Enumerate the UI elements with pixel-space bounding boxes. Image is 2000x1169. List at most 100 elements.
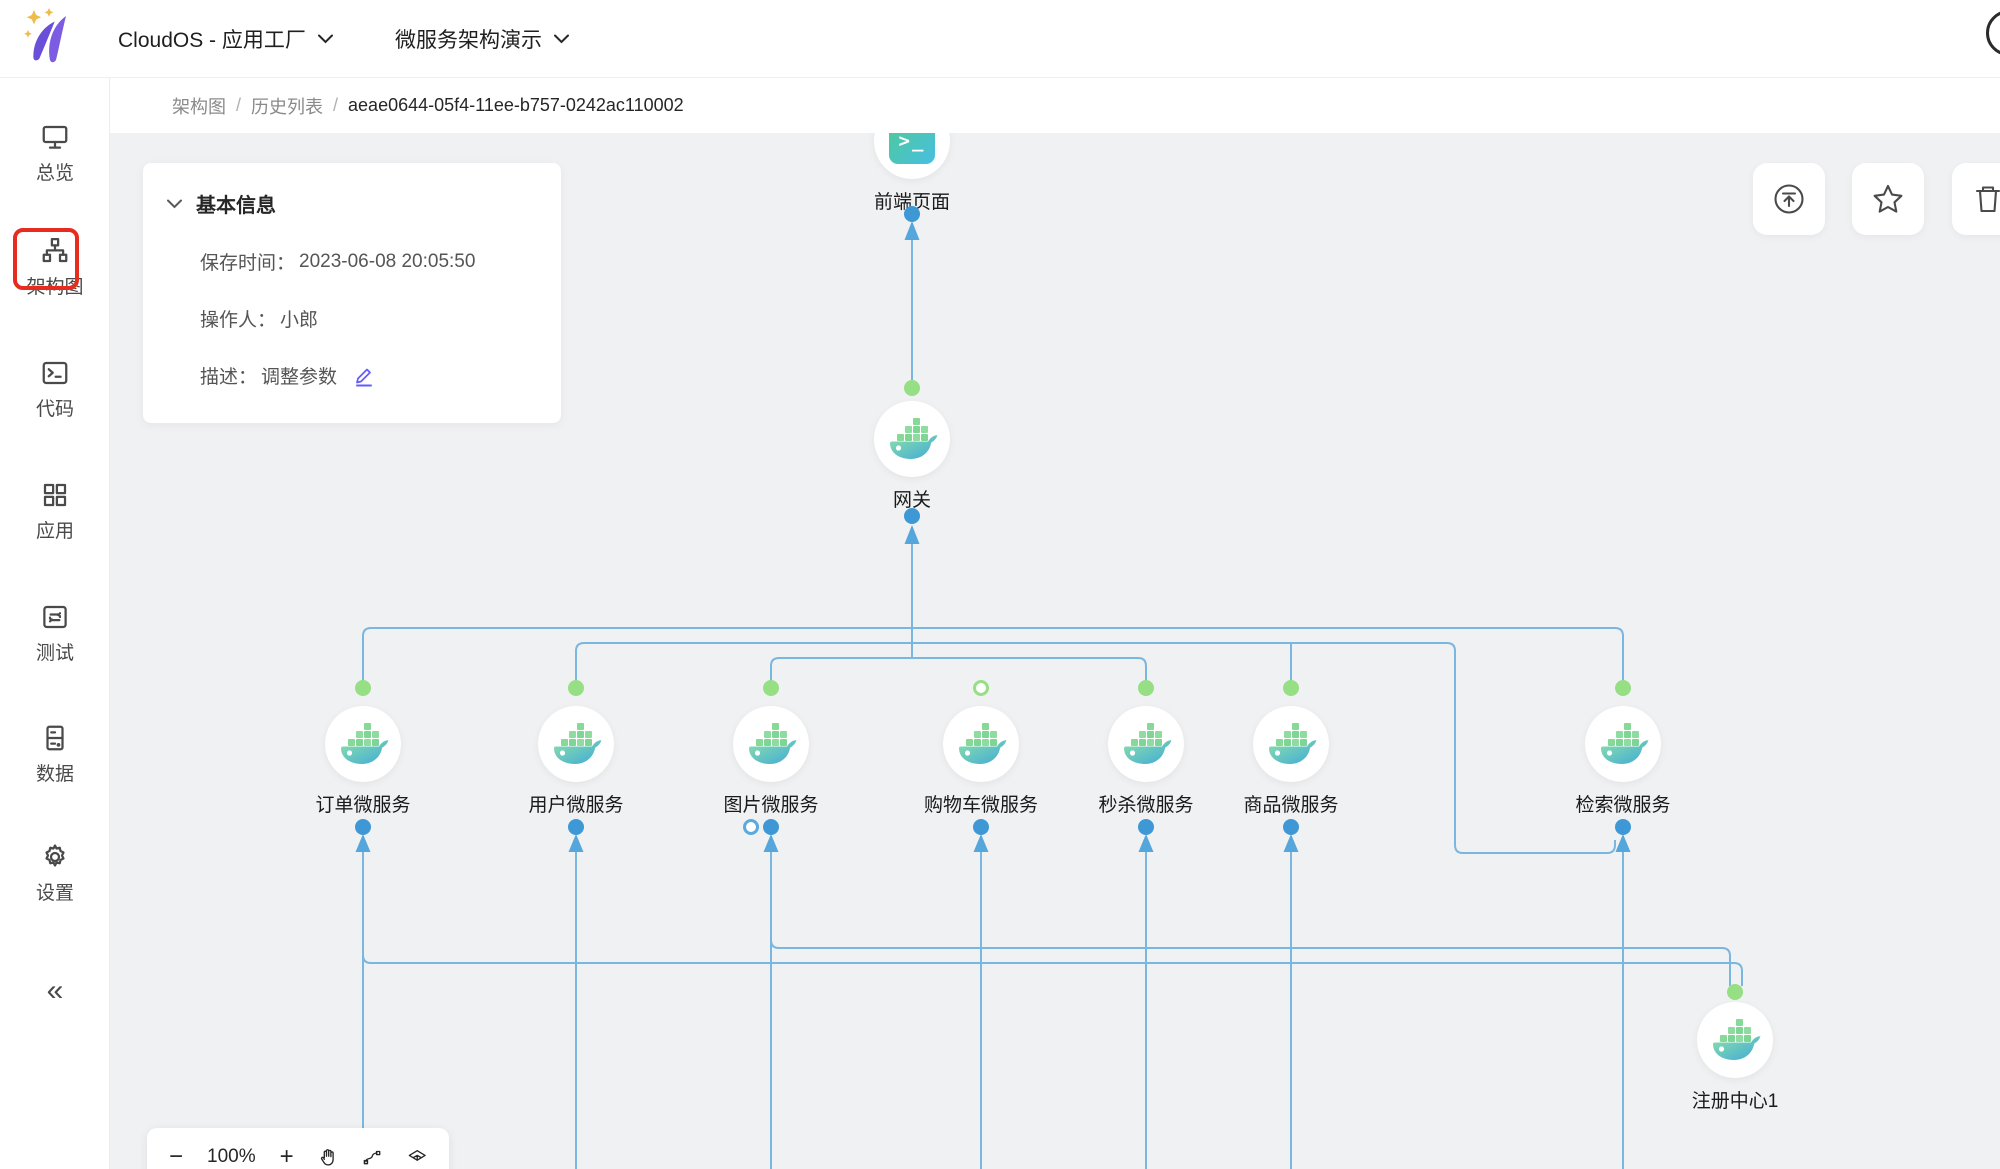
node-seckill-service[interactable]: 秒杀微服务 xyxy=(1066,706,1226,817)
favorite-button[interactable] xyxy=(1852,163,1924,235)
sync-square-icon xyxy=(43,605,67,629)
sidebar-collapse-button[interactable]: « xyxy=(0,974,110,1008)
port-in-product[interactable] xyxy=(1283,680,1299,696)
star-icon xyxy=(1873,184,1903,213)
zoom-out-button[interactable]: − xyxy=(169,1143,184,1169)
node-gateway[interactable]: 网关 xyxy=(832,401,992,512)
docker-icon xyxy=(749,723,797,764)
app-header: CloudOS - 应用工厂 微服务架构演示 xyxy=(0,0,2000,78)
project-switcher[interactable]: 微服务架构演示 xyxy=(395,0,569,78)
port-in-seckill[interactable] xyxy=(1138,680,1154,696)
terminal-icon xyxy=(42,361,68,385)
node-cart-service[interactable]: 购物车微服务 xyxy=(901,706,1061,817)
node-search-service[interactable]: 检索微服务 xyxy=(1543,706,1703,817)
panel-title: 基本信息 xyxy=(196,195,276,217)
info-row-save-time: 保存时间： 2023-06-08 20:05:50 xyxy=(200,250,476,275)
node-user-service[interactable]: 用户微服务 xyxy=(496,706,656,817)
node-label: 注册中心1 xyxy=(1691,1091,1779,1112)
gear-icon xyxy=(45,844,65,867)
breadcrumb-current: aeae0644-05f4-11ee-b757-0242ac110002 xyxy=(348,95,684,115)
port-out-image-unconnected[interactable] xyxy=(743,819,759,835)
canvas-area: 架构图 / 历史列表 / aeae0644-05f4-11ee-b757-024… xyxy=(110,78,2000,1169)
connector-curve-icon[interactable] xyxy=(362,1144,382,1169)
node-label: 检索微服务 xyxy=(1575,795,1671,816)
port-in-image[interactable] xyxy=(763,680,779,696)
trash-icon xyxy=(1975,186,2000,213)
node-label: 秒杀微服务 xyxy=(1098,795,1194,816)
sidebar-item-data[interactable]: 数据 xyxy=(0,723,110,786)
user-avatar[interactable] xyxy=(1986,10,2000,56)
active-item-highlight xyxy=(13,228,79,290)
chevron-down-icon xyxy=(554,34,569,44)
docker-icon xyxy=(341,723,389,764)
project-label: 微服务架构演示 xyxy=(395,29,542,52)
node-order-service[interactable]: 订单微服务 xyxy=(283,706,443,817)
node-registry[interactable]: 注册中心1 xyxy=(1655,1002,1815,1113)
delete-button[interactable] xyxy=(1952,163,2000,235)
database-icon xyxy=(46,725,64,751)
port-out-frontend[interactable] xyxy=(904,206,920,222)
apps-grid-icon xyxy=(43,483,67,507)
node-label: 订单微服务 xyxy=(315,795,411,816)
workspace-label: CloudOS - 应用工厂 xyxy=(118,29,306,52)
panel-header[interactable]: 基本信息 xyxy=(167,189,561,218)
info-row-description: 描述： 调整参数 xyxy=(200,362,561,389)
port-out-image[interactable] xyxy=(763,819,779,835)
sidebar-item-code[interactable]: 代码 xyxy=(0,358,110,421)
sidebar-item-overview[interactable]: 总览 xyxy=(0,122,110,185)
package-layers-icon[interactable] xyxy=(407,1144,427,1169)
monitor-icon xyxy=(42,125,68,149)
upload-circle-icon xyxy=(1774,184,1804,214)
port-in-gateway[interactable] xyxy=(904,380,920,396)
port-in-user[interactable] xyxy=(568,680,584,696)
cloudos-logo-icon xyxy=(24,8,66,63)
sidebar-item-test[interactable]: 测试 xyxy=(0,602,110,665)
node-label: 购物车微服务 xyxy=(923,795,1038,816)
sidebar-item-apps[interactable]: 应用 xyxy=(0,480,110,543)
docker-icon xyxy=(959,723,1007,764)
node-label: 网关 xyxy=(892,490,931,511)
port-out-seckill[interactable] xyxy=(1138,819,1154,835)
port-in-order[interactable] xyxy=(355,680,371,696)
docker-icon xyxy=(890,418,938,459)
port-out-gateway[interactable] xyxy=(904,508,920,524)
docker-icon xyxy=(1601,723,1649,764)
docker-icon xyxy=(1269,723,1317,764)
zoom-toolbar: − 100% + xyxy=(147,1128,449,1169)
port-out-cart[interactable] xyxy=(973,819,989,835)
zoom-level: 100% xyxy=(207,1146,256,1167)
info-row-operator: 操作人： 小郎 xyxy=(200,310,319,331)
port-in-search[interactable] xyxy=(1615,680,1631,696)
breadcrumb-item[interactable]: 历史列表 xyxy=(251,96,324,117)
breadcrumb-item[interactable]: 架构图 xyxy=(172,96,226,117)
node-image-service[interactable]: 图片微服务 xyxy=(691,706,851,817)
sidebar-item-settings[interactable]: 设置 xyxy=(0,842,110,905)
node-product-service[interactable]: 商品微服务 xyxy=(1211,706,1371,817)
port-out-product[interactable] xyxy=(1283,819,1299,835)
docker-icon xyxy=(554,723,602,764)
workspace-switcher[interactable]: CloudOS - 应用工厂 xyxy=(118,0,333,78)
port-in-cart-unconnected[interactable] xyxy=(973,680,989,696)
chevron-down-icon xyxy=(167,199,182,208)
chevron-down-icon xyxy=(317,34,333,44)
sidebar-nav: 总览 架构图 代码 应用 测试 数据 设置 « xyxy=(0,78,110,1169)
zoom-in-button[interactable]: + xyxy=(279,1143,294,1169)
node-label: 图片微服务 xyxy=(723,795,819,816)
port-in-registry[interactable] xyxy=(1727,984,1743,1000)
docker-icon xyxy=(1713,1019,1761,1060)
edges-layer xyxy=(355,221,1743,1169)
docker-icon xyxy=(1124,723,1172,764)
double-chevron-left-icon: « xyxy=(46,974,64,1007)
port-out-user[interactable] xyxy=(568,819,584,835)
breadcrumb: 架构图 / 历史列表 / aeae0644-05f4-11ee-b757-024… xyxy=(110,78,2000,133)
port-out-order[interactable] xyxy=(355,819,371,835)
hand-pan-icon[interactable] xyxy=(318,1144,338,1169)
node-label: 商品微服务 xyxy=(1243,795,1339,816)
export-button[interactable] xyxy=(1753,163,1825,235)
sitemap-icon xyxy=(42,238,68,263)
edit-pencil-icon[interactable] xyxy=(353,365,375,387)
node-label: 用户微服务 xyxy=(528,795,624,816)
node-label: 前端页面 xyxy=(873,192,950,213)
port-out-search[interactable] xyxy=(1615,819,1631,835)
basic-info-panel: 基本信息 保存时间： 2023-06-08 20:05:50 操作人： 小郎 描… xyxy=(143,163,561,423)
